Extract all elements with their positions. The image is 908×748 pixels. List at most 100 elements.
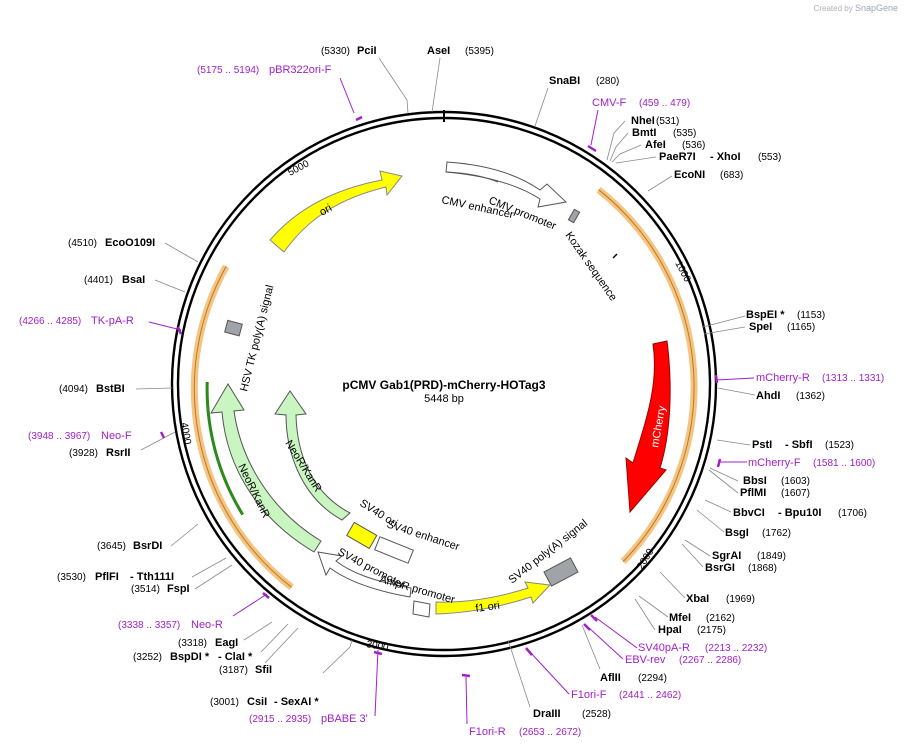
primer-name: CMV-F [592, 97, 627, 109]
site-position: (1849) [757, 551, 786, 562]
site-name: PciI [357, 45, 377, 57]
site-position: (1603) [781, 476, 810, 487]
primer-position: (4266 .. 4285) [19, 316, 81, 327]
mcherry-region-line [598, 189, 695, 562]
site-position: (2528) [582, 709, 611, 720]
plasmid-length: 5448 bp [424, 393, 464, 405]
primer-position: (459 .. 479) [639, 98, 690, 109]
site-position: (683) [720, 170, 743, 181]
site-position: (1868) [748, 563, 777, 574]
site-position: (553) [758, 152, 781, 163]
primer-name: F1ori-R [469, 726, 506, 738]
site-position: (3187) [219, 665, 248, 676]
site-name-extra: - XhoI [710, 151, 741, 163]
site-name: HpaI [658, 624, 682, 636]
site-name: DraIII [533, 708, 561, 720]
site-name-extra: - ClaI * [218, 651, 253, 663]
enzyme-leaders [135, 57, 756, 708]
site-name-extra: - Tth111I [130, 571, 174, 583]
hsv-tk-polya-box [224, 319, 243, 337]
ori-arrow [269, 170, 403, 253]
primer-name: Neo-R [191, 619, 223, 631]
site-name: MfeI [669, 612, 691, 624]
site-name: BstBI [96, 383, 125, 395]
site-name: FspI [167, 583, 190, 595]
site-name: BsgI [725, 527, 749, 539]
site-position: (5330) [321, 46, 350, 57]
site-name: PflMI [740, 487, 766, 499]
snapgene-credit: Created by SnapGene [814, 3, 898, 13]
site-position: (3928) [69, 448, 98, 459]
feature-label: SV40 ori [357, 497, 399, 530]
tick-label: 5000 [286, 158, 311, 178]
feature-label: f1 ori [475, 600, 501, 615]
f1-ori-arrow [435, 581, 552, 615]
site-position: (3252) [133, 652, 162, 663]
primer-name: pBR322ori-F [269, 64, 332, 76]
site-position: (531) [656, 116, 679, 127]
site-name: AseI [427, 45, 450, 57]
site-name: NheI [631, 115, 655, 127]
primer-name: EBV-rev [625, 654, 666, 666]
site-position: (1362) [796, 391, 825, 402]
site-name: EagI [215, 637, 238, 649]
site-position: (1762) [762, 528, 791, 539]
site-name: BbsI [743, 475, 767, 487]
site-name-extra: - Bpu10I [778, 507, 821, 519]
primer-position: (2267 .. 2286) [679, 655, 741, 666]
primer-position: (2441 .. 2462) [619, 690, 681, 701]
site-position: (3645) [97, 541, 126, 552]
cmv-enhancer-divider [445, 171, 499, 183]
sv40-promoter-arrow [317, 551, 412, 598]
primer-position: (5175 .. 5194) [197, 65, 259, 76]
primer-name: mCherry-R [756, 372, 810, 384]
site-position: (280) [596, 76, 619, 87]
site-name: XbaI [686, 593, 709, 605]
primer-position: (3948 .. 3967) [28, 431, 90, 442]
site-name: BspEI * [746, 309, 785, 321]
tick-mark [612, 253, 618, 259]
neor-kanr-arrow-outer [210, 383, 322, 553]
site-name: SgrAI [712, 550, 741, 562]
site-name: AfeI [645, 139, 666, 151]
primer-name: Neo-F [101, 430, 132, 442]
kozak-box [567, 208, 581, 224]
site-position: (4510) [68, 238, 97, 249]
site-position: (535) [673, 128, 696, 139]
site-name: SfiI [255, 664, 272, 676]
site-position: (2175) [697, 625, 726, 636]
site-name: BsrGI [705, 562, 735, 574]
plasmid-name: pCMV Gab1(PRD)-mCherry-HOTag3 [342, 378, 545, 392]
site-position: (4401) [84, 275, 113, 286]
site-name: AhdI [756, 390, 780, 402]
sv40-polya-box [543, 557, 579, 587]
site-position: (1969) [726, 594, 755, 605]
snapgene-logo-text: SnapGene [854, 3, 898, 13]
primer-position: (1313 .. 1331) [822, 373, 884, 384]
credit-prefix: Created by [813, 4, 853, 13]
feature-label: ori [318, 202, 335, 219]
primer-position: (1581 .. 1600) [813, 458, 875, 469]
site-position: (1607) [781, 488, 810, 499]
site-name: EcoNI [674, 169, 705, 181]
site-name: RsrII [106, 447, 130, 459]
site-position: (1523) [825, 440, 854, 451]
primer-position: (2653 .. 2672) [519, 727, 581, 738]
site-position: (3001) [210, 697, 239, 708]
site-name: PstI [752, 439, 772, 451]
site-position: (3530) [57, 572, 86, 583]
site-position: (2162) [706, 613, 735, 624]
primer-name: TK-pA-R [91, 315, 134, 327]
feature-label: NeoR/KanR [282, 438, 323, 494]
site-position: (1153) [797, 310, 825, 321]
site-position: (1706) [838, 508, 867, 519]
sv40-enhancer-box [374, 536, 414, 564]
site-name-extra: - SexAI * [274, 696, 319, 708]
site-name: BspDI * [170, 651, 210, 663]
tick-label: 3000 [365, 639, 389, 654]
site-name: SpeI [749, 321, 772, 333]
site-name: BmtI [632, 127, 656, 139]
feature-label: HSV TK poly(A) signal [238, 284, 276, 393]
site-position: (3514) [131, 584, 160, 595]
